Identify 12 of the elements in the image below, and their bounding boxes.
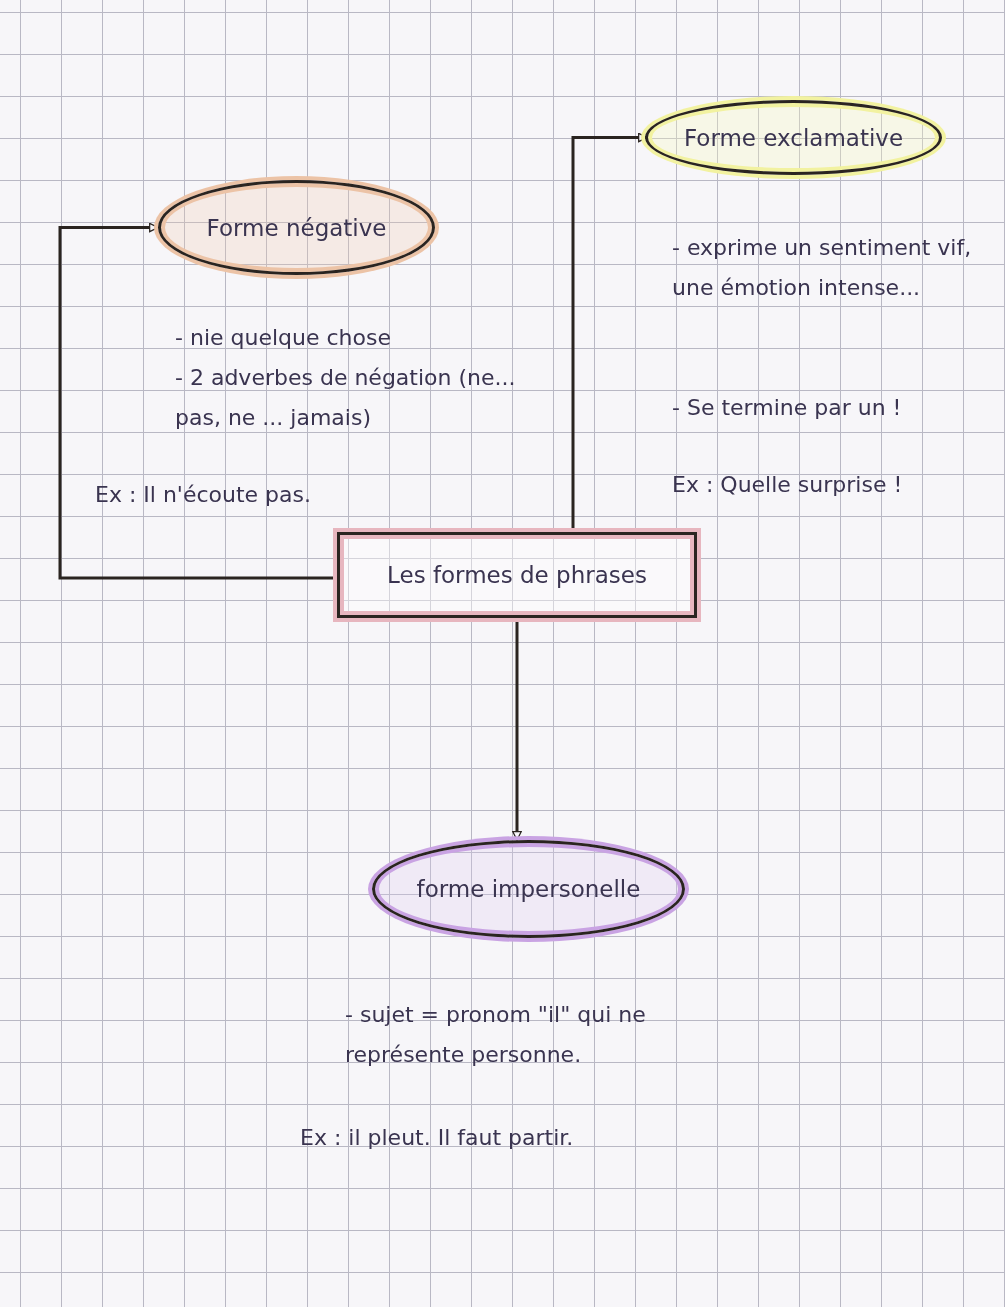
note-text: - sujet = pronom "il" qui ne représente personne.	[345, 1001, 647, 1069]
note-text: Ex : il pleut. Il faut partir.	[300, 1124, 575, 1152]
node-label: Forme exclamative	[683, 124, 904, 151]
node-label: Forme négative	[206, 214, 387, 241]
note-text: - exprime un sentiment vif, une émotion intense...	[672, 234, 973, 302]
node-label: Les formes de phrases	[387, 562, 647, 588]
note-text: Ex : Quelle surprise !	[672, 471, 904, 499]
note-text: Ex : Il n'écoute pas.	[95, 481, 312, 509]
note-text: - Se termine par un !	[672, 394, 903, 422]
note-text: - 2 adverbes de négation (ne... pas, ne ... jamais)	[175, 364, 517, 432]
note-text: - nie quelque chose	[175, 324, 392, 352]
node-label: forme impersonelle	[416, 876, 641, 902]
